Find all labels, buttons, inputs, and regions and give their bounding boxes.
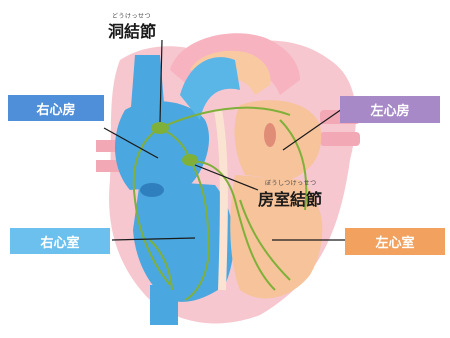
mitral-spot: [264, 123, 276, 147]
left-atrium-label: 左心房: [340, 96, 440, 123]
left-ventricle-label: 左心室: [345, 228, 445, 255]
sa-node-dot: [151, 122, 169, 134]
right-ventricle-label: 右心室: [10, 228, 110, 254]
right-atrium-label: 右心房: [8, 95, 104, 121]
av-node-label: 房室結節: [258, 186, 322, 210]
av-node-dot: [182, 154, 198, 166]
pulmonary-vein-bottom: [320, 132, 360, 146]
inferior-vena-cava: [150, 285, 178, 325]
sa-node-label: 洞結節: [108, 18, 156, 42]
tricuspid-valve: [140, 183, 164, 197]
